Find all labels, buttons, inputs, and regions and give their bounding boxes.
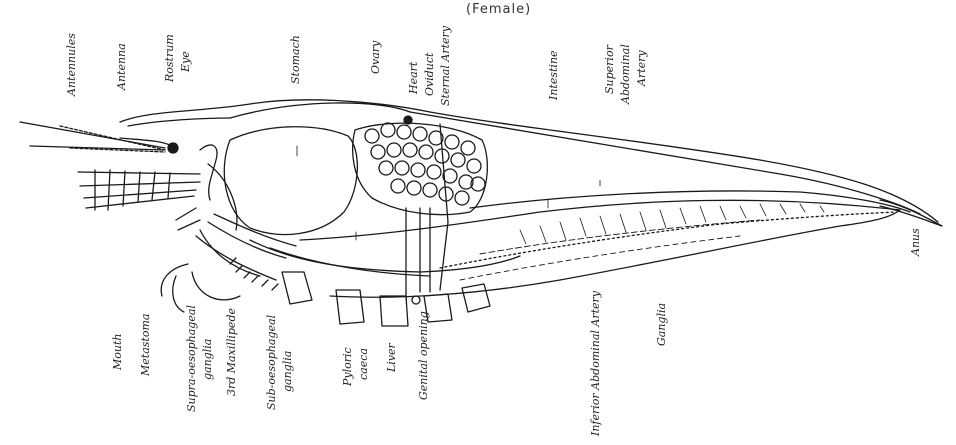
stomach xyxy=(224,127,357,235)
label-liver: Liver xyxy=(386,343,398,372)
label-mouth: Mouth xyxy=(112,334,124,370)
label-intestine: Intestine xyxy=(548,50,560,100)
antennules xyxy=(20,122,172,152)
label-antenna: Antenna xyxy=(116,43,128,90)
label-superior-2: Abdominal xyxy=(620,44,632,104)
label-superior-3: Artery xyxy=(636,50,648,86)
label-supra-2: ganglia xyxy=(202,339,214,380)
label-metastoma: Metastoma xyxy=(140,314,152,376)
label-sub-1: Sub-oesophageal xyxy=(266,315,278,410)
label-ovary: Ovary xyxy=(370,41,382,74)
thoracic-legs xyxy=(282,272,490,326)
label-stomach: Stomach xyxy=(290,35,302,84)
label-oviduct: Oviduct xyxy=(424,53,436,96)
label-maxillipede: 3rd Maxillipede xyxy=(226,308,238,396)
label-sub-2: ganglia xyxy=(282,351,294,392)
label-supra-1: Supra-oesophageal xyxy=(186,305,198,412)
oviduct xyxy=(420,208,430,292)
label-inferior-abdominal-artery: Inferior Abdominal Artery xyxy=(590,291,602,436)
label-ganglia: Ganglia xyxy=(656,303,668,346)
label-pyloric-1: Pyloric xyxy=(342,347,354,386)
eye xyxy=(168,143,178,153)
label-anus: Anus xyxy=(910,228,922,256)
carapace-outline xyxy=(120,100,938,222)
label-sternal-artery: Sternal Artery xyxy=(440,26,452,106)
ovary xyxy=(353,123,488,215)
label-superior-1: Superior xyxy=(604,45,616,94)
label-genital-opening: Genital opening xyxy=(418,311,430,400)
genital-opening xyxy=(412,296,420,304)
antenna xyxy=(78,170,200,210)
abdomen-outline xyxy=(300,200,900,297)
diagram-title: (Female) xyxy=(466,2,531,17)
label-antennules: Antennules xyxy=(66,33,78,96)
label-rostrum: Rostrum xyxy=(164,34,176,82)
label-pyloric-2: caeca xyxy=(358,348,370,380)
label-eye: Eye xyxy=(180,51,192,72)
label-heart: Heart xyxy=(408,62,420,94)
